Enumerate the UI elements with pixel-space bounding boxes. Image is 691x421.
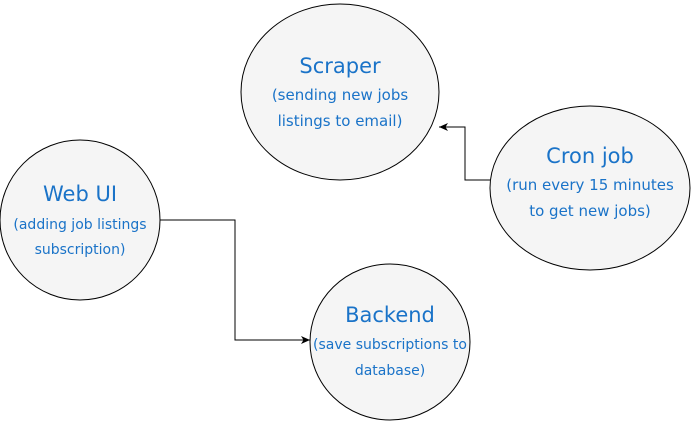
edge-webui-to-backend	[160, 219, 310, 344]
node-web-ui: Web UI (adding job listings subscription…	[0, 139, 161, 301]
node-backend-line2: database)	[355, 363, 425, 379]
node-web-ui-title: Web UI	[43, 182, 117, 206]
node-web-ui-line2: subscription)	[35, 242, 126, 258]
node-scraper: Scraper (sending new jobs listings to em…	[240, 3, 440, 181]
node-backend-title: Backend	[345, 303, 435, 327]
node-backend: Backend (save subscriptions to database)	[309, 263, 471, 421]
edge-cron-to-scraper	[439, 123, 490, 181]
node-cron-job-line2: to get new jobs)	[529, 202, 651, 220]
node-scraper-line2: listings to email)	[278, 112, 403, 130]
node-backend-line1: (save subscriptions to	[313, 337, 467, 353]
node-web-ui-line1: (adding job listings	[13, 217, 146, 233]
node-cron-job-title: Cron job	[546, 144, 634, 168]
node-cron-job: Cron job (run every 15 minutes to get ne…	[489, 105, 691, 271]
node-scraper-title: Scraper	[299, 54, 381, 78]
node-scraper-line1: (sending new jobs	[272, 86, 409, 104]
node-scraper-shape	[240, 3, 440, 181]
node-cron-job-shape	[489, 105, 691, 271]
node-web-ui-shape	[0, 139, 161, 301]
node-cron-job-line1: (run every 15 minutes	[506, 176, 674, 194]
node-backend-shape	[309, 263, 471, 421]
